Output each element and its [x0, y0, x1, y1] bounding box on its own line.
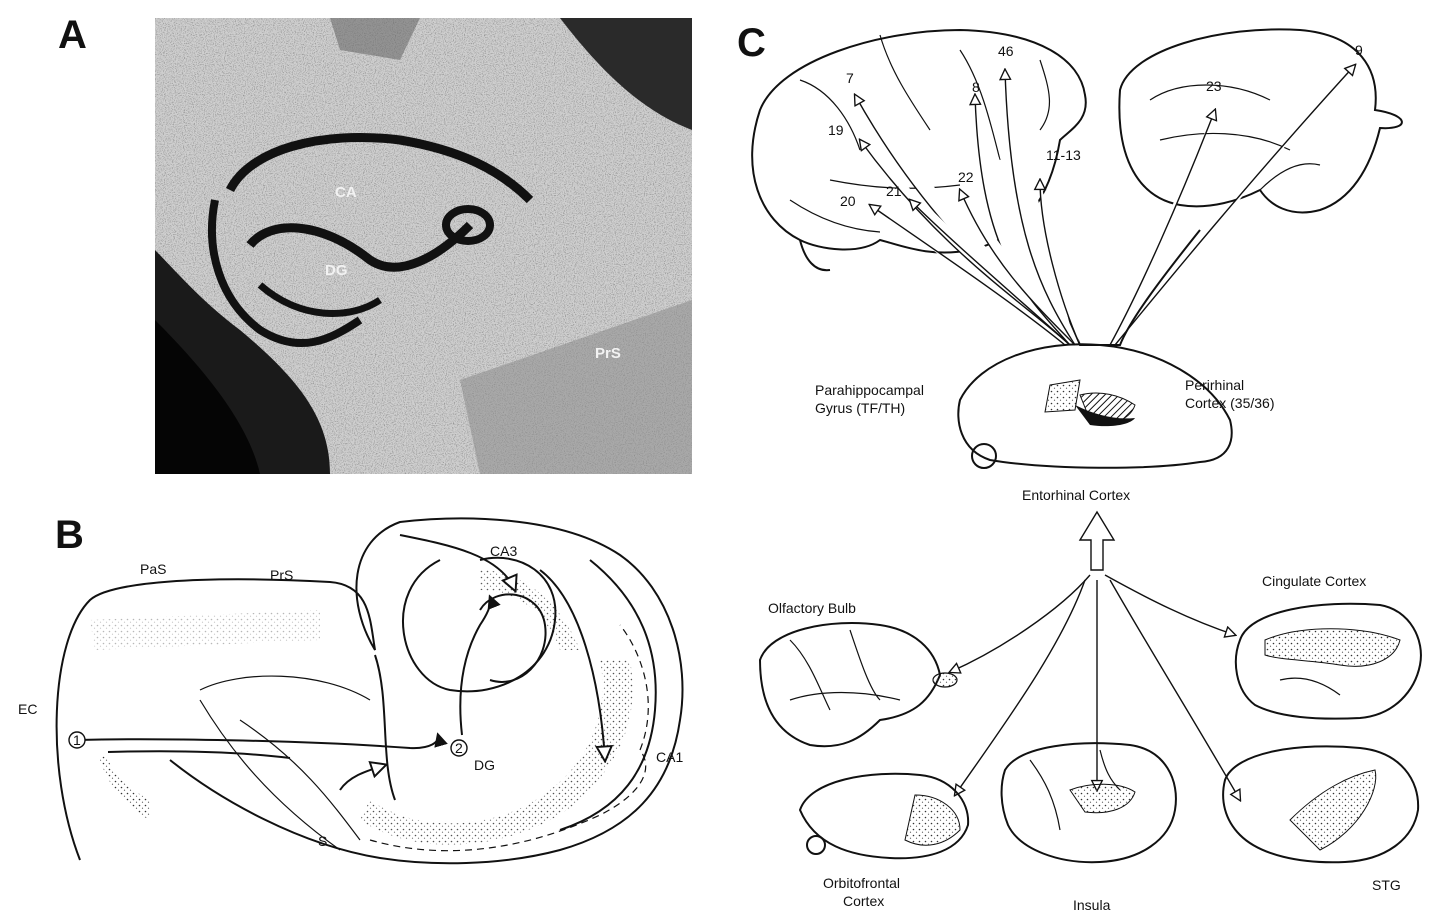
projection-arrows: [855, 65, 1355, 345]
area-8: 8: [972, 79, 980, 95]
panel-c-label: C: [737, 21, 766, 65]
stipple-ca3: [480, 570, 580, 650]
panel-c: C 7 46 8 19 11-13 22 21 20 23 9: [737, 21, 1421, 913]
panel-b: B 1 2 PaS PrS CA3 EC DG CA1 S: [18, 513, 683, 863]
stipple-cortex: [90, 610, 320, 650]
panel-a-label: A: [58, 13, 87, 57]
perforant-path: [78, 735, 438, 748]
inner-folds: [200, 676, 370, 850]
brain-insula: [1002, 743, 1176, 862]
label-perirhinal-1: Perirhinal: [1185, 377, 1244, 393]
area-20: 20: [840, 193, 856, 209]
label-dg: DG: [474, 757, 495, 773]
brain-stg: [1223, 746, 1418, 862]
area-23: 23: [1206, 78, 1222, 94]
entorhinal-divergence: [950, 512, 1240, 800]
label-ca3: CA3: [490, 543, 517, 559]
label-s: S: [318, 833, 327, 849]
label-perirhinal-2: Cortex (35/36): [1185, 395, 1274, 411]
perforant-path-2: [108, 751, 290, 758]
label-ec: EC: [18, 701, 37, 717]
area-19: 19: [828, 122, 844, 138]
ca1-to-subiculum: [340, 765, 385, 790]
label-stg: STG: [1372, 877, 1401, 893]
area-9: 9: [1355, 42, 1363, 58]
area-21: 21: [886, 183, 902, 199]
panel-a: A CA DG PrS: [58, 13, 692, 474]
label-cingulate-cortex: Cingulate Cortex: [1262, 573, 1366, 589]
brain-orbitofrontal: [800, 774, 968, 858]
label-parahippocampal-1: Parahippocampal: [815, 382, 924, 398]
step-2-label: 2: [455, 740, 463, 756]
area-46: 46: [998, 43, 1014, 59]
label-ca1: CA1: [656, 749, 683, 765]
micro-label-ca: CA: [335, 184, 357, 201]
label-olfactory-bulb: Olfactory Bulb: [768, 600, 856, 616]
brain-lobe-tip: [800, 240, 830, 270]
hippocampus-micrograph: CA DG PrS: [155, 18, 692, 474]
brain-medial-sulci: [1150, 85, 1320, 190]
label-entorhinal: Entorhinal Cortex: [1022, 487, 1130, 503]
step-1-label: 1: [73, 732, 81, 748]
label-parahippocampal-2: Gyrus (TF/TH): [815, 400, 905, 416]
label-orbitofrontal-1: Orbitofrontal: [823, 875, 900, 891]
micro-label-prs: PrS: [595, 345, 621, 362]
brain-olfactory: [760, 623, 957, 746]
area-22: 22: [958, 169, 974, 185]
mossy-fiber: [460, 597, 490, 735]
area-7: 7: [846, 70, 854, 86]
area-11-13: 11-13: [1046, 147, 1081, 163]
label-orbitofrontal-2: Cortex: [843, 893, 884, 909]
panel-b-label: B: [55, 513, 84, 557]
label-prs: PrS: [270, 567, 293, 583]
label-pas: PaS: [140, 561, 166, 577]
brain-cingulate: [1236, 604, 1421, 719]
label-insula: Insula: [1073, 897, 1111, 913]
stipple-ec: [100, 755, 150, 820]
micro-label-dg: DG: [325, 262, 348, 279]
